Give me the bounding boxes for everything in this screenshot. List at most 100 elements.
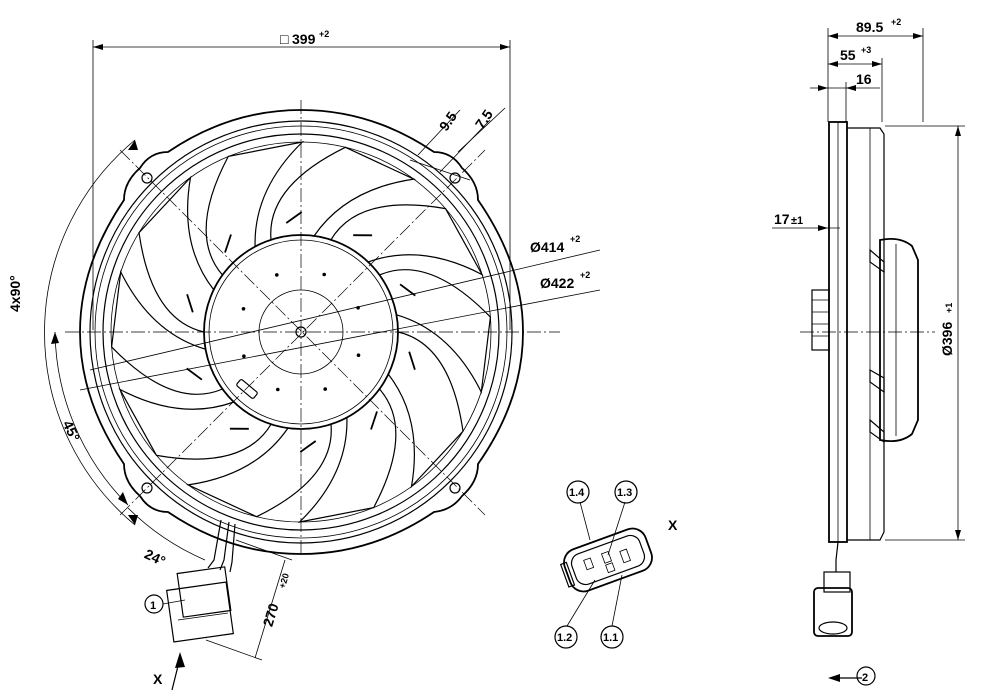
arrow-55-right bbox=[872, 61, 882, 67]
dim-414-value: Ø414 bbox=[530, 239, 564, 255]
connector-latch bbox=[559, 561, 576, 588]
mounting-holes bbox=[141, 172, 461, 494]
dim-16-value: 16 bbox=[856, 71, 872, 87]
dim-399-value: 399 bbox=[292, 31, 316, 47]
blade-edge-2 bbox=[869, 418, 885, 444]
connector-face-inner bbox=[570, 534, 646, 586]
ext-line-270-top bbox=[235, 539, 293, 561]
fan-blade bbox=[186, 424, 332, 518]
arc-4x90 bbox=[44, 139, 136, 526]
mounting-hole-tl bbox=[141, 172, 153, 184]
view-x-arrowhead bbox=[175, 652, 185, 668]
blade-root-slot bbox=[186, 367, 203, 381]
connector-housing bbox=[165, 581, 235, 643]
dim-396-value: Ø396 bbox=[939, 322, 955, 356]
hub-bolt-hole bbox=[323, 387, 328, 391]
diagonal-center-line-1 bbox=[119, 149, 486, 516]
shroud-inner-ring bbox=[102, 133, 500, 531]
blade-root-slot bbox=[408, 351, 416, 370]
dim-9-5: 9.5 bbox=[436, 108, 460, 133]
dim-line-270 bbox=[254, 559, 286, 659]
dim-4x90: 4x90° bbox=[7, 275, 23, 312]
fan-blade bbox=[379, 269, 492, 395]
hub-bolt-hole bbox=[275, 273, 279, 277]
dim-45: 45° bbox=[60, 418, 83, 444]
ext-line-95-b bbox=[439, 119, 491, 173]
dim-414-tol: +2 bbox=[570, 234, 580, 244]
side-connector-neck bbox=[823, 571, 851, 593]
shroud-outline bbox=[79, 109, 524, 555]
fan-blade bbox=[118, 387, 272, 460]
callout-circle-2 bbox=[856, 666, 876, 686]
callout-1: 1 bbox=[150, 600, 156, 612]
dim-17-tol: ±1 bbox=[791, 215, 803, 227]
leader-1-2 bbox=[566, 579, 596, 627]
cable-assembly bbox=[165, 519, 236, 643]
dim-line-414 bbox=[89, 249, 601, 371]
hub-bolt-circle bbox=[258, 289, 344, 375]
outer-ring-422 bbox=[89, 120, 513, 544]
hub-bolt-holes bbox=[241, 272, 361, 392]
arrow-89-5-left bbox=[828, 33, 838, 39]
fan-blade bbox=[330, 204, 484, 277]
side-view: 89.5 +2 55 +3 16 17 ±1 Ø396 +1 bbox=[772, 17, 965, 686]
callout-circle-1-1 bbox=[600, 625, 624, 649]
ext-line-95-a bbox=[417, 109, 461, 156]
arrow-17 bbox=[818, 225, 828, 231]
dim-396-tol: +1 bbox=[944, 303, 954, 313]
ext-line-75 bbox=[457, 107, 506, 153]
blade-root-slot bbox=[370, 411, 378, 430]
arrow-45-bottom bbox=[118, 492, 128, 505]
hub-bolt-hole bbox=[276, 387, 280, 392]
fan-blade bbox=[297, 388, 397, 523]
cable-1 bbox=[207, 519, 222, 569]
pin-1-1 bbox=[619, 548, 631, 564]
front-cap bbox=[811, 289, 830, 351]
side-connector-opening bbox=[818, 621, 848, 635]
blade-root-slot bbox=[285, 211, 303, 224]
ext-line-270-bottom bbox=[205, 639, 263, 661]
cable-3 bbox=[229, 523, 236, 573]
front-view: □ 399 +2 9.5 7.5 Ø414 +2 Ø422 +2 4x bbox=[7, 29, 601, 691]
dim-270-value: 270 bbox=[260, 601, 282, 628]
fan-blades bbox=[110, 141, 492, 523]
pin-1-2 bbox=[605, 562, 616, 574]
dim-89-5-value: 89.5 bbox=[856, 19, 883, 35]
motor-housing bbox=[879, 237, 919, 443]
dim-422-value: Ø422 bbox=[540, 275, 574, 291]
dim-89-5-tol: +2 bbox=[891, 17, 901, 27]
mounting-hole-tr bbox=[449, 172, 461, 184]
arrow-16-right bbox=[846, 85, 856, 91]
dim-24: 24° bbox=[142, 546, 168, 569]
ring-414 bbox=[94, 125, 508, 539]
callout-leader-1 bbox=[162, 599, 186, 605]
callout-circle-1-4 bbox=[566, 480, 590, 504]
hub-bolt-hole bbox=[242, 354, 246, 359]
dim-cable-length: 270 +20 bbox=[205, 539, 293, 661]
pin-label-1-4: 1.4 bbox=[569, 487, 585, 499]
arrow-16-left bbox=[818, 85, 828, 91]
callout-circle-1-2 bbox=[554, 625, 578, 649]
fan-blade bbox=[205, 141, 305, 276]
side-shroud bbox=[847, 127, 885, 541]
dim-7-5: 7.5 bbox=[472, 106, 496, 131]
arrow-55-left bbox=[828, 61, 838, 67]
side-cable bbox=[835, 541, 839, 572]
pin-1-4 bbox=[583, 557, 595, 571]
fan-blade bbox=[138, 175, 215, 333]
dim-55-tol: +3 bbox=[861, 45, 871, 55]
arc-24 bbox=[127, 507, 206, 561]
arrow-399-right bbox=[500, 44, 510, 50]
leader-1-4 bbox=[579, 501, 591, 541]
hub-center bbox=[295, 326, 307, 338]
arrow-396-top bbox=[955, 126, 961, 136]
diagonal-center-line-2 bbox=[119, 149, 486, 516]
hub-bolt-hole bbox=[322, 272, 327, 277]
pin-label-1-1: 1.1 bbox=[603, 632, 618, 644]
leader-1-1 bbox=[611, 574, 623, 627]
arc-45 bbox=[54, 331, 129, 506]
pin-1-3 bbox=[600, 550, 613, 564]
arrow-4x90-bottom bbox=[128, 515, 138, 525]
dim-270-tol: +20 bbox=[277, 572, 291, 590]
